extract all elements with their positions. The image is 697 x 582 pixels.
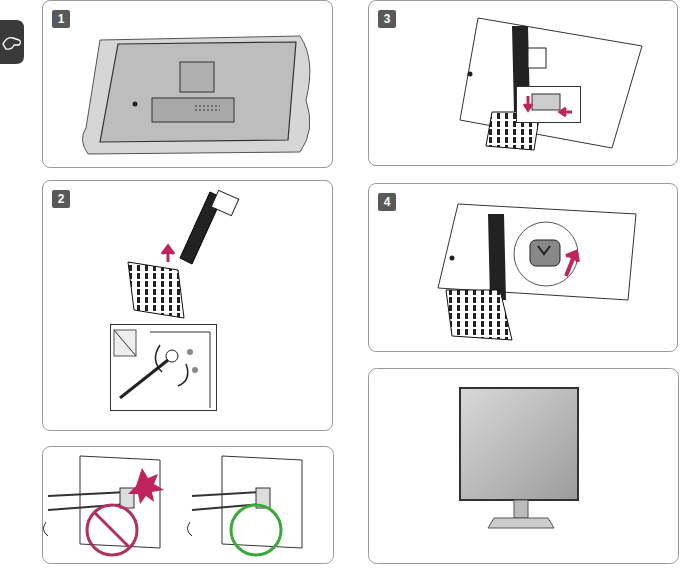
stand-parts <box>111 190 239 410</box>
attach-stand <box>460 18 642 150</box>
section-tab <box>0 20 24 64</box>
step-number: 3 <box>378 10 396 28</box>
step-panel: 1 <box>42 0 333 168</box>
step-panel: 2 <box>42 180 333 431</box>
fix-stand <box>438 204 636 340</box>
cable-caution <box>43 456 302 555</box>
monitor-on-cushion <box>82 36 309 154</box>
panel-outline <box>43 447 334 564</box>
step-panel: 3 <box>368 0 678 166</box>
step-number: 1 <box>52 10 70 28</box>
assembled-monitor <box>460 388 578 528</box>
step-panel: 4 <box>368 183 678 352</box>
step-number: 4 <box>378 193 396 211</box>
panel-outline <box>369 369 679 564</box>
step-number: 2 <box>52 190 70 208</box>
